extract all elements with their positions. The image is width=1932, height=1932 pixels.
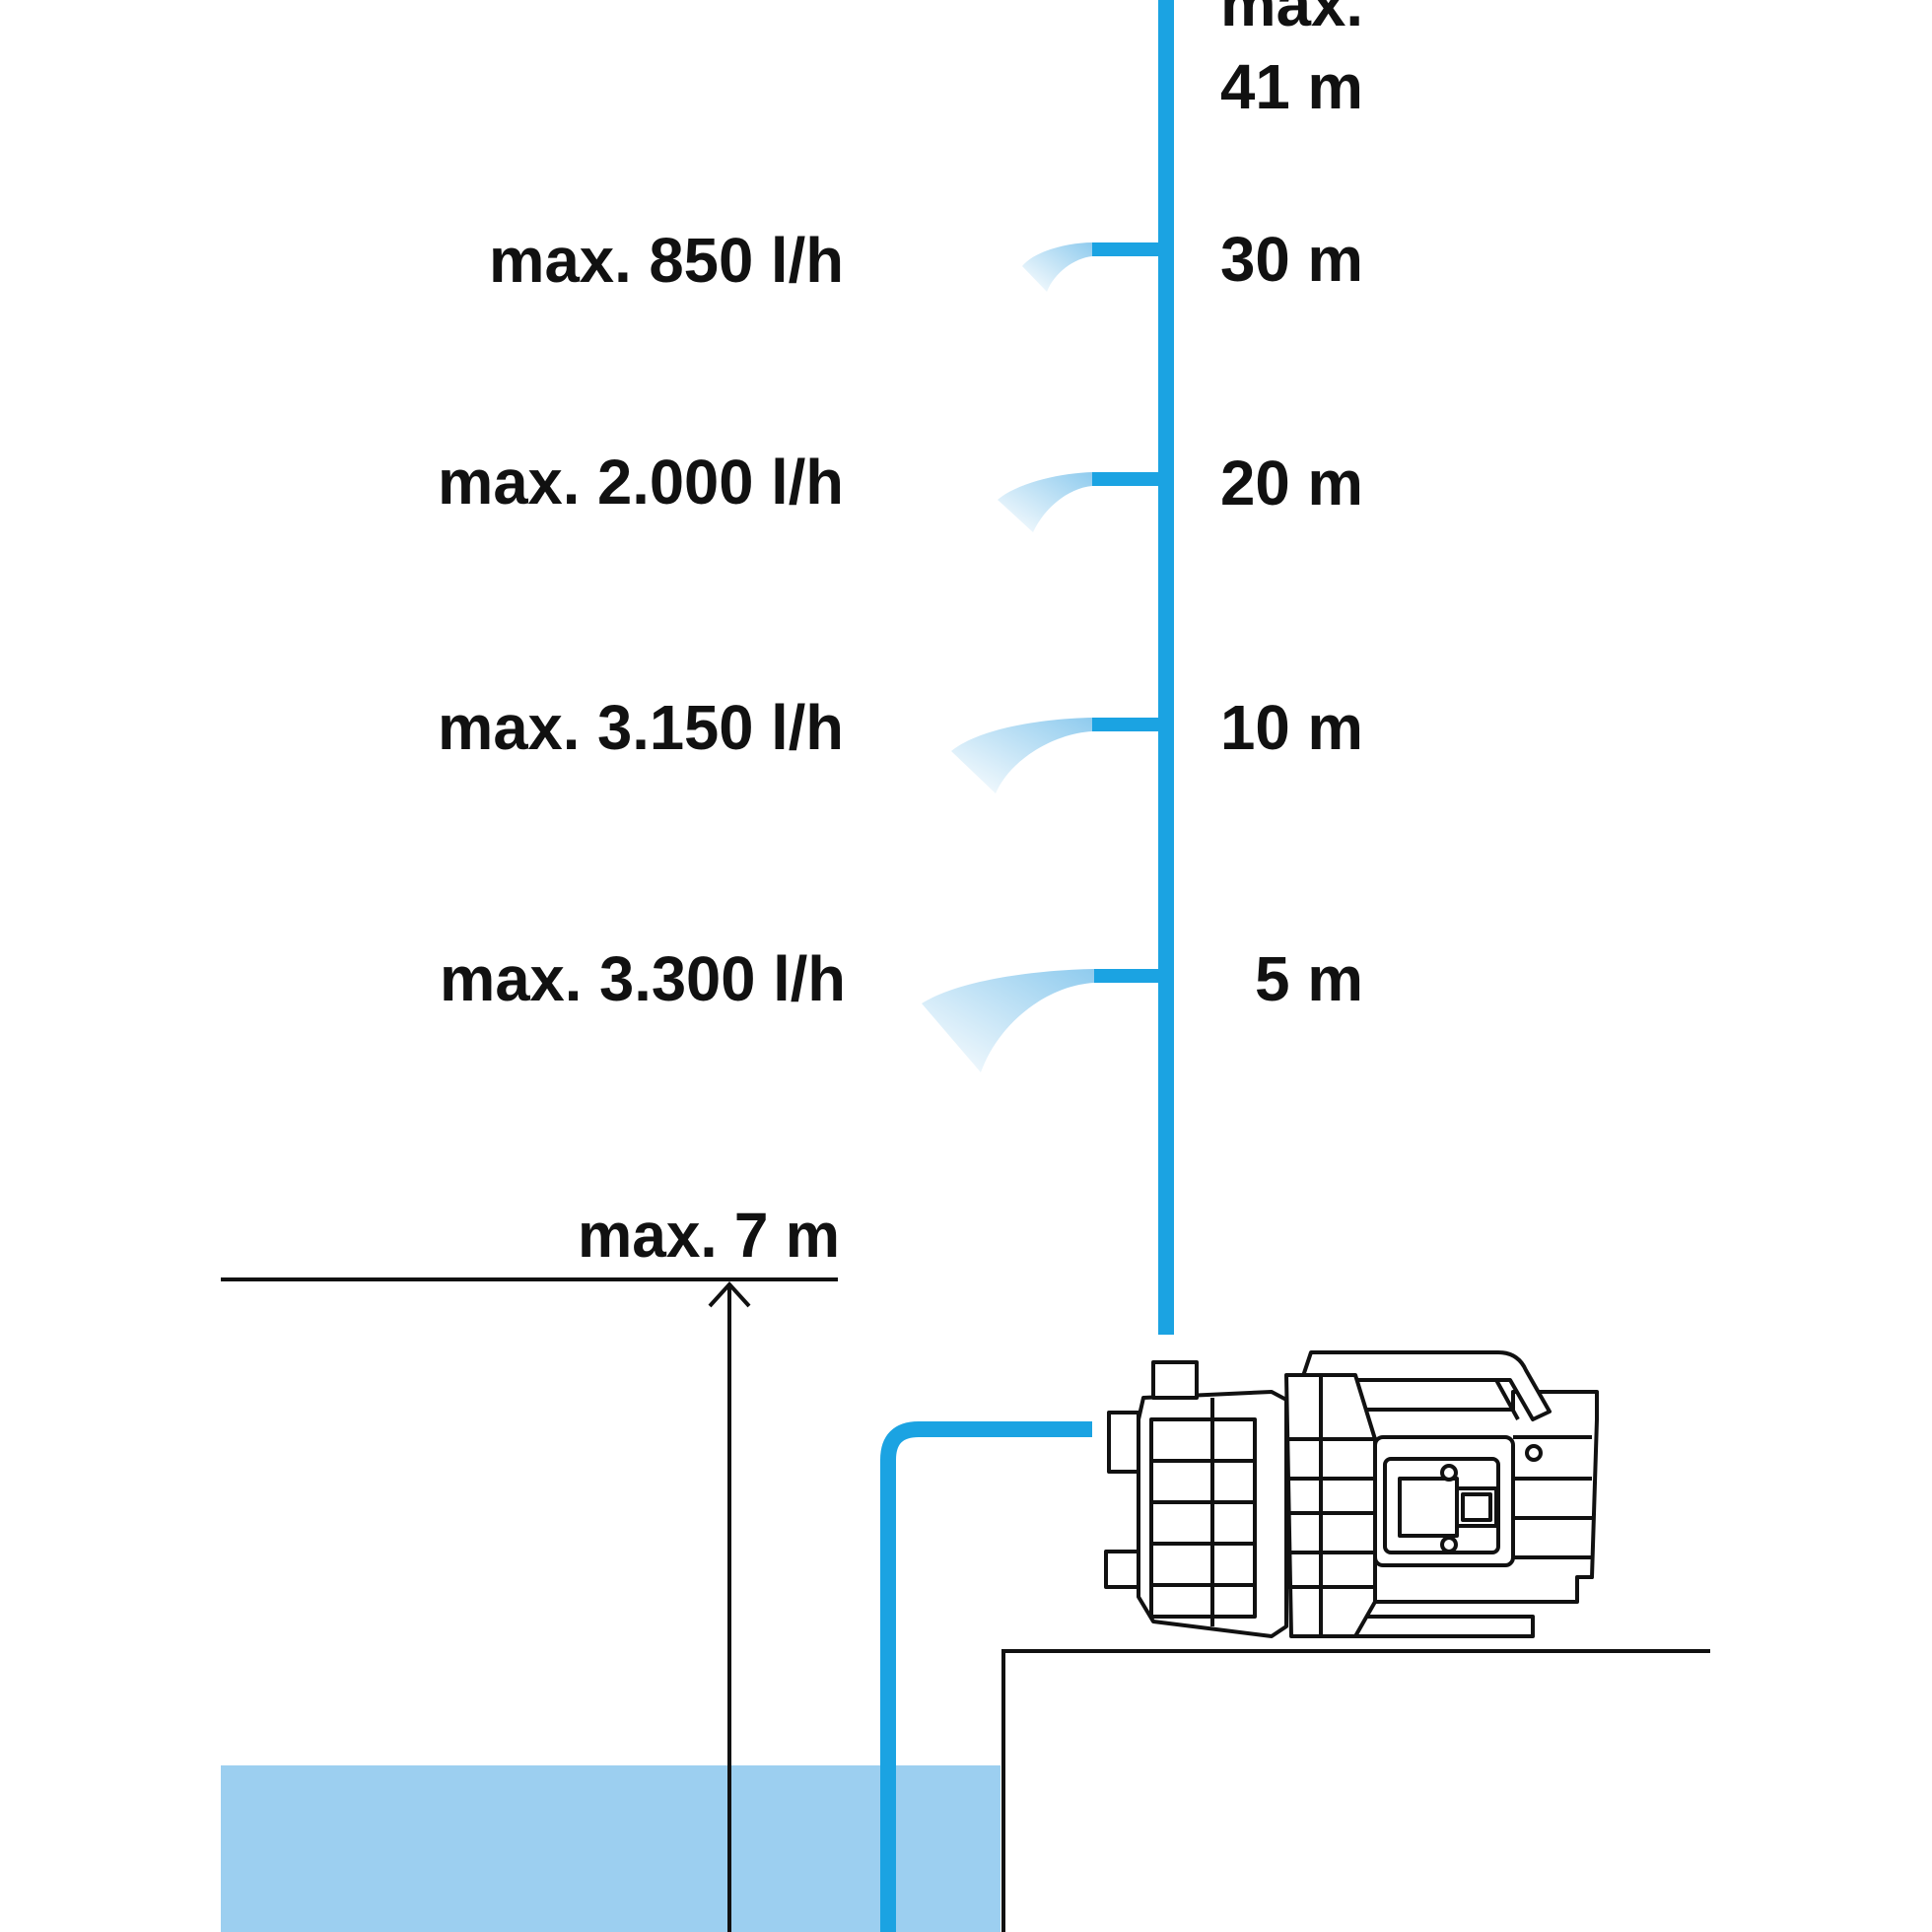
suction-arrow-head (708, 1281, 751, 1308)
ground-ledge (1001, 1649, 1710, 1932)
water-spray (998, 472, 1092, 532)
water-spray (1022, 242, 1092, 292)
flow-label-30m: max. 850 l/h (489, 225, 844, 296)
garden-pump-icon (1104, 1350, 1599, 1638)
max-head-label-line2: 41 m (1220, 51, 1363, 122)
max-head-label-line1: max. (1220, 0, 1363, 39)
flow-label-10m: max. 3.150 l/h (438, 692, 844, 763)
outlet-5m (922, 969, 1160, 1072)
suction-pipe (880, 1421, 1092, 1932)
water-spray (922, 969, 1094, 1072)
height-label-20m: 20 m (1220, 448, 1363, 518)
height-label-5m: 5 m (1255, 943, 1363, 1014)
height-label-30m: 30 m (1220, 224, 1363, 295)
flow-label-5m: max. 3.300 l/h (440, 943, 846, 1014)
outlet-10m (951, 718, 1160, 794)
flow-label-20m: max. 2.000 l/h (438, 447, 844, 518)
water-reservoir (221, 1765, 1000, 1932)
outlet-30m (1022, 242, 1160, 292)
suction-head-label: max. 7 m (578, 1200, 840, 1271)
water-spray (951, 718, 1092, 794)
height-label-10m: 10 m (1220, 692, 1363, 763)
outlet-20m (998, 472, 1160, 532)
